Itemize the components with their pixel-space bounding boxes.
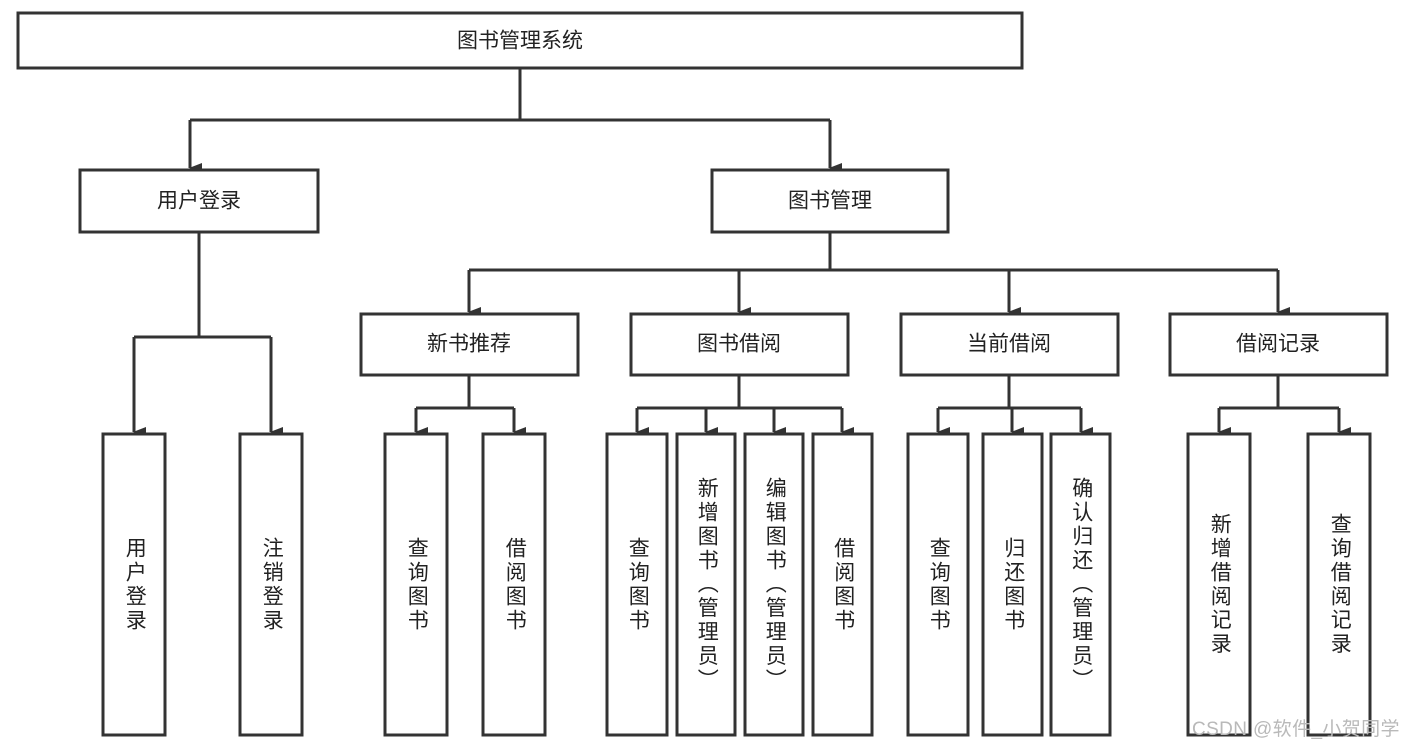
leaf-box-edit-book-admin[interactable] — [743, 432, 805, 737]
node-root[interactable]: 图书管理系统 — [16, 11, 1024, 70]
node-book-management-label: 图书管理 — [788, 190, 872, 213]
node-new-book-recommend-label: 新书推荐 — [427, 333, 511, 356]
leaf-box-add-record[interactable] — [1186, 432, 1252, 737]
node-current-borrow-label: 当前借阅 — [967, 333, 1051, 356]
node-current-borrow[interactable]: 当前借阅 — [899, 312, 1120, 377]
node-book-management-box[interactable] — [710, 168, 950, 234]
csdn-watermark: CSDN @软件_小贺同学 — [1192, 719, 1400, 740]
node-user-login-label: 用户登录 — [157, 190, 241, 213]
leaf-box-query-book-new[interactable] — [383, 432, 449, 737]
leaf-box-confirm-return-admin[interactable] — [1049, 432, 1112, 737]
leaf-box-query-book-current[interactable] — [906, 432, 970, 737]
node-borrow-records-box[interactable] — [1168, 312, 1389, 377]
leaf-box-add-book-admin[interactable] — [675, 432, 737, 737]
connector-layer — [132, 68, 1351, 437]
leaf-box-user-login[interactable] — [101, 432, 167, 737]
node-book-management[interactable]: 图书管理 — [710, 168, 950, 234]
leaf-box-return-book[interactable] — [981, 432, 1044, 737]
node-new-book-recommend[interactable]: 新书推荐 — [359, 312, 580, 377]
node-book-borrow[interactable]: 图书借阅 — [629, 312, 850, 377]
node-user-login-box[interactable] — [78, 168, 320, 234]
leaf-box-query-record[interactable] — [1306, 432, 1372, 737]
node-book-borrow-box[interactable] — [629, 312, 850, 377]
leaf-box-query-book-borrow[interactable] — [605, 432, 669, 737]
leaf-box-layer — [101, 432, 1372, 737]
node-borrow-records-label: 借阅记录 — [1236, 333, 1320, 356]
node-user-login[interactable]: 用户登录 — [78, 168, 320, 234]
leaf-box-logout[interactable] — [238, 432, 304, 737]
leaf-box-borrow-book[interactable] — [811, 432, 874, 737]
node-book-borrow-label: 图书借阅 — [697, 333, 781, 356]
leaf-box-borrow-book-new[interactable] — [481, 432, 547, 737]
node-current-borrow-box[interactable] — [899, 312, 1120, 377]
node-borrow-records[interactable]: 借阅记录 — [1168, 312, 1389, 377]
node-root-label: 图书管理系统 — [457, 30, 583, 53]
node-new-book-recommend-box[interactable] — [359, 312, 580, 377]
node-root-box[interactable] — [16, 11, 1024, 70]
